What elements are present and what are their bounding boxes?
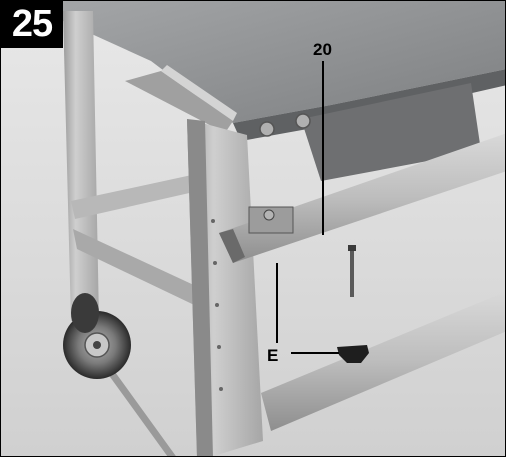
lower-front-rail	[261, 291, 505, 431]
extension-bracket	[125, 71, 233, 133]
screw-shank	[350, 251, 354, 297]
side-upper-brace	[71, 173, 207, 219]
clamp-nut-e	[337, 345, 369, 363]
callout-label-20: 20	[313, 40, 332, 59]
bolt-icon	[259, 121, 275, 137]
rear-wheel	[71, 293, 99, 333]
side-lower-brace	[73, 229, 211, 313]
callout-label-e: E	[267, 346, 279, 365]
saw-housing	[301, 83, 481, 181]
figure-number-badge: 25	[1, 1, 63, 48]
table-top	[63, 1, 505, 123]
screw-head	[348, 245, 356, 251]
bolt-icon	[295, 113, 311, 129]
